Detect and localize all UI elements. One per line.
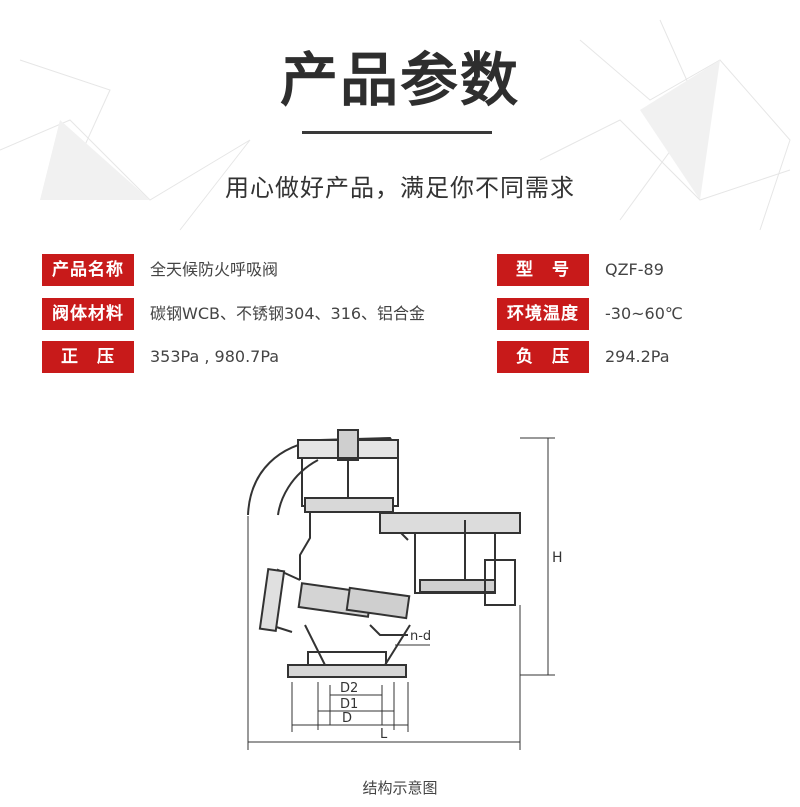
valve-structure-diagram: H n-d D2 D1 D L	[247, 429, 563, 750]
param-value: 353Pa , 980.7Pa	[150, 347, 280, 366]
param-label: 负 压	[497, 341, 589, 373]
dim-label-h: H	[552, 550, 563, 566]
dim-label-d1: D1	[340, 697, 358, 712]
param-label: 阀体材料	[42, 298, 134, 330]
param-value: 全天候防火呼吸阀	[150, 260, 279, 279]
dim-label-l: L	[380, 727, 388, 742]
dim-label-d: D	[342, 711, 352, 726]
param-value: 294.2Pa	[605, 347, 670, 366]
background-polygon-decoration	[0, 19, 791, 231]
page-title: 产品参数	[279, 46, 520, 114]
title-underline	[302, 131, 492, 134]
param-value: -30~60℃	[605, 304, 683, 323]
page-subtitle: 用心做好产品，满足你不同需求	[225, 174, 575, 202]
dim-label-nd: n-d	[410, 629, 431, 644]
param-label: 产品名称	[42, 254, 134, 286]
param-label: 环境温度	[497, 298, 589, 330]
param-label: 正 压	[42, 341, 134, 373]
param-label: 型 号	[497, 254, 589, 286]
param-value: 碳钢WCB、不锈钢304、316、铝合金	[150, 304, 426, 323]
diagram-caption: 结构示意图	[362, 779, 438, 797]
param-value: QZF-89	[605, 260, 664, 279]
dim-label-d2: D2	[340, 681, 358, 696]
